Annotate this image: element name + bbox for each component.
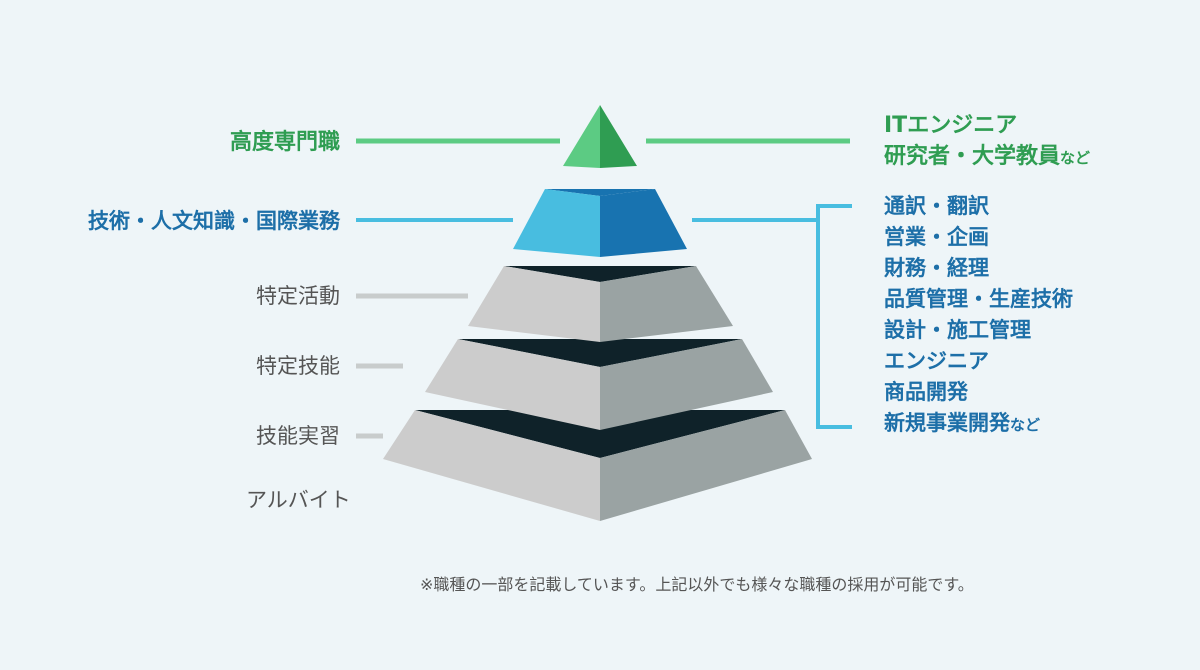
job-list-item: 品質管理・生産技術 (884, 287, 1073, 311)
job-list-item: エンジニア (884, 349, 989, 373)
tier-bottom-top-face (415, 410, 785, 458)
tier-label-designated-activities: 特定活動 (256, 284, 340, 308)
tier-label-part-time: アルバイト (246, 488, 351, 512)
tier-4-top-face (504, 266, 696, 282)
tier-label-technical-intern: 技能実習 (256, 424, 340, 448)
tier-blue-top-face (545, 189, 655, 196)
tier-4-left-face (468, 266, 600, 342)
tier-blue-left-face (513, 189, 600, 257)
job-list-item: 設計・施工管理 (884, 318, 1031, 342)
tier-5-right-face (600, 339, 773, 430)
tier-label-engineer-specialist: 技術・人文知識・国際業務 (88, 209, 340, 233)
tier-5-left-face (425, 339, 600, 430)
high-skill-example-2: 研究者・大学教員など (884, 144, 1091, 169)
tier-blue-right-face (600, 189, 687, 257)
tier-green-left-face (563, 105, 600, 168)
job-list-suffix: など (1010, 416, 1041, 434)
high-skill-suffix: など (1060, 149, 1091, 167)
tier-label-high-skill: 高度専門職 (229, 130, 340, 155)
job-list-item: 財務・経理 (884, 256, 989, 280)
tier-bottom-right-face (600, 410, 812, 521)
high-skill-example-1: ITエンジニア (884, 113, 1018, 138)
job-list-item: 商品開発 (884, 380, 968, 404)
tier-bottom-left-face (383, 410, 600, 521)
tier-5-top-face (458, 339, 742, 367)
job-list-item: 営業・企画 (884, 225, 989, 249)
tier-green-right-face (600, 105, 637, 168)
bracket-engineer-list (816, 204, 852, 429)
footnote: ※職種の一部を記載しています。上記以外でも様々な職種の採用が可能です。 (420, 575, 974, 594)
tier-label-specified-skills: 特定技能 (256, 354, 340, 378)
job-list-item: 通訳・翻訳 (884, 194, 989, 218)
job-list-item-last: 新規事業開発など (884, 411, 1041, 435)
tier-4-right-face (600, 266, 733, 342)
